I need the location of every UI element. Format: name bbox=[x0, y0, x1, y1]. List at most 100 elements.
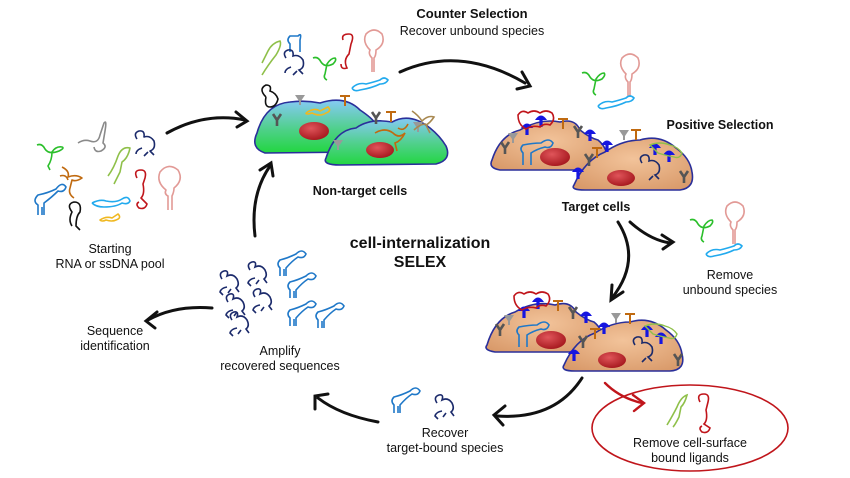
arrow-positive2-to-remove-surface bbox=[603, 381, 644, 405]
arrowhead-nontarget-to-target bbox=[515, 70, 533, 91]
aptamer-green bbox=[36, 143, 64, 171]
aptamer-pink bbox=[724, 201, 745, 244]
aptamer-lightgreen bbox=[261, 40, 282, 76]
aptamer-cyan bbox=[91, 196, 131, 208]
nucleus bbox=[366, 142, 394, 158]
counter-selection-subtitle: Recover unbound species bbox=[399, 24, 545, 38]
internalized-aptamer-blue bbox=[516, 321, 550, 347]
aptamer-red bbox=[697, 393, 711, 434]
title-line1: cell-internalization bbox=[349, 235, 491, 252]
non-target-cells bbox=[254, 84, 449, 166]
target-cells-post-selection bbox=[485, 291, 684, 372]
arrow-pool-to-nontarget bbox=[165, 116, 247, 135]
recover-bound-line1: Recover bbox=[421, 426, 469, 440]
aptamer-cyan bbox=[351, 77, 389, 92]
aptamer-red bbox=[340, 33, 354, 70]
removed-unbound-aptamers bbox=[689, 201, 745, 258]
internalized-aptamer-orange bbox=[374, 123, 409, 152]
aptamer-navy bbox=[252, 288, 273, 314]
remove-surface-arrow bbox=[603, 381, 646, 413]
aptamer-navy bbox=[434, 394, 455, 420]
internalized-aptamer-yellow bbox=[305, 106, 331, 116]
remove-unbound-label: Remove unbound species bbox=[660, 268, 800, 298]
recover-bound-label: Recover target-bound species bbox=[370, 426, 520, 456]
aptamer-navy bbox=[229, 311, 250, 337]
aptamer-blue bbox=[287, 300, 317, 327]
bound-aptamer-black bbox=[261, 84, 279, 108]
arrowhead-recover-to-amplify bbox=[313, 392, 330, 411]
arrowhead-positive2-to-remove-surface bbox=[631, 393, 646, 413]
nucleus bbox=[299, 122, 329, 140]
aptamer-blue bbox=[391, 387, 421, 414]
aptamer-navy bbox=[134, 130, 156, 157]
arrowhead-target-to-remove-unbound bbox=[660, 233, 676, 251]
aptamer-cyan bbox=[705, 243, 743, 258]
arrowhead-pool-to-nontarget bbox=[234, 110, 250, 129]
target-cells-label: Target cells bbox=[561, 200, 631, 214]
counter-selection-heading: Counter Selection bbox=[416, 6, 528, 21]
arrow-nontarget-to-target bbox=[398, 59, 527, 85]
remove-surface-line2: bound ligands bbox=[651, 451, 729, 465]
nucleus bbox=[536, 331, 566, 349]
nucleus bbox=[540, 148, 570, 166]
sequence-id-label: Sequence identification bbox=[55, 324, 175, 354]
aptamer-navy bbox=[225, 293, 246, 319]
arrowhead-amplify-to-seqid bbox=[143, 310, 159, 330]
arrow-recover-to-amplify bbox=[316, 396, 380, 424]
aptamer-green bbox=[312, 56, 337, 81]
cycle-arrows bbox=[143, 59, 676, 427]
remove-surface-ellipse bbox=[591, 384, 789, 472]
aptamer-green bbox=[581, 71, 606, 96]
starting-pool-line1: Starting bbox=[88, 242, 132, 256]
aptamer-pink bbox=[158, 165, 182, 210]
arrow-target-to-remove-unbound bbox=[628, 220, 672, 245]
sequence-id-line2: identification bbox=[80, 339, 150, 353]
sequence-id-line1: Sequence bbox=[86, 324, 144, 338]
aptamer-blue bbox=[287, 33, 302, 52]
bound-aptamer-red bbox=[513, 291, 551, 311]
aptamer-blue bbox=[287, 272, 317, 299]
amplify-line1: Amplify bbox=[259, 344, 301, 358]
aptamer-red bbox=[134, 169, 148, 210]
arrowhead-target-to-positive2 bbox=[609, 283, 625, 303]
remove-unbound-line1: Remove bbox=[706, 268, 754, 282]
arrowhead-positive2-to-recover bbox=[491, 404, 507, 427]
aptamer-cyan bbox=[597, 95, 635, 110]
arrow-amplify-to-seqid bbox=[146, 306, 214, 322]
aptamer-lightgreen bbox=[107, 146, 131, 185]
remove-surface-line1: Remove cell-surface bbox=[633, 436, 747, 450]
aptamer-black bbox=[68, 201, 82, 231]
internalized-aptamer-blue bbox=[520, 139, 554, 165]
internalized-aptamer-navy bbox=[639, 154, 661, 181]
nucleus bbox=[607, 170, 635, 186]
aptamer-navy bbox=[247, 261, 268, 287]
aptamer-orange bbox=[59, 166, 83, 199]
aptamer-gray bbox=[77, 121, 107, 153]
aptamer-pink bbox=[619, 53, 640, 96]
positive-selection-heading: Positive Selection bbox=[666, 118, 774, 132]
amplified-aptamers bbox=[219, 250, 345, 337]
non-target-cells-label: Non-target cells bbox=[312, 184, 408, 198]
amplify-label: Amplify recovered sequences bbox=[205, 344, 355, 374]
nucleus bbox=[598, 352, 626, 368]
recovered-aptamers bbox=[391, 387, 455, 420]
bound-aptamer-red bbox=[517, 110, 555, 130]
positive-selection-aptamers bbox=[581, 53, 640, 110]
internalized-aptamer-navy bbox=[632, 336, 654, 363]
removed-surface-ligands bbox=[666, 393, 711, 434]
starting-pool-aptamers bbox=[34, 121, 182, 231]
arrow-positive2-to-recover bbox=[495, 376, 584, 418]
diagram-title: cell-internalization SELEX bbox=[345, 234, 495, 272]
recover-bound-line2: target-bound species bbox=[386, 441, 504, 455]
aptamer-green bbox=[689, 218, 714, 243]
aptamer-lightgreen bbox=[666, 393, 689, 428]
amplify-line2: recovered sequences bbox=[220, 359, 340, 373]
bound-aptamer-lightgreen bbox=[643, 323, 678, 340]
remove-unbound-line2: unbound species bbox=[682, 283, 778, 297]
arrow-target-to-positive2 bbox=[610, 220, 631, 300]
starting-pool-line2: RNA or ssDNA pool bbox=[55, 257, 165, 271]
aptamer-blue bbox=[315, 302, 345, 329]
counter-selection-aptamers bbox=[261, 29, 389, 92]
aptamer-blue bbox=[277, 250, 307, 277]
